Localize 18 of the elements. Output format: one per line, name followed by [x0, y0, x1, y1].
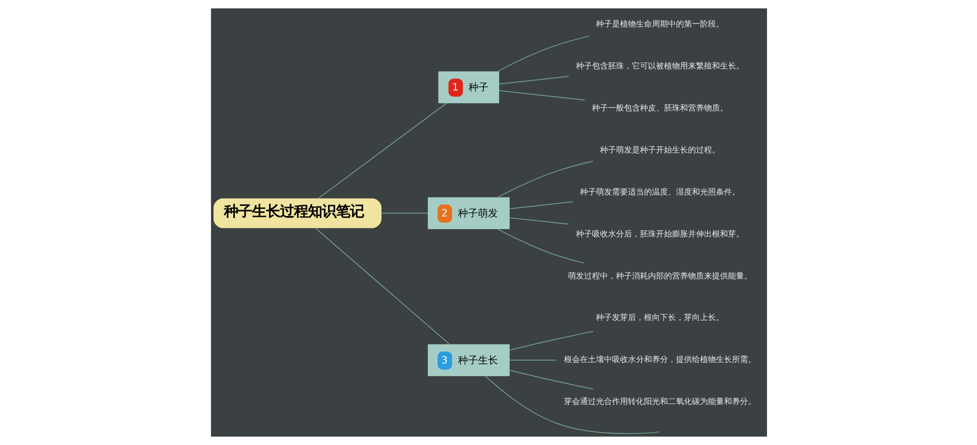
- connector: [508, 330, 594, 351]
- connector: [508, 360, 556, 361]
- connector: [498, 76, 569, 84]
- connector: [314, 227, 450, 345]
- connector: [496, 228, 584, 264]
- node-box: 3 种子生长: [427, 344, 510, 376]
- connector: [498, 90, 585, 100]
- connector: [317, 102, 447, 199]
- connector: [484, 376, 660, 434]
- connector: [496, 160, 593, 198]
- node-box: 种子生长过程知识笔记: [213, 198, 381, 228]
- node-box: 1 种子: [438, 71, 499, 104]
- connector: [508, 201, 572, 210]
- node-box: 2 种子萌发: [427, 197, 510, 230]
- connector: [380, 212, 428, 214]
- connector: [508, 217, 569, 225]
- connector: [496, 36, 589, 72]
- connector: [508, 370, 594, 390]
